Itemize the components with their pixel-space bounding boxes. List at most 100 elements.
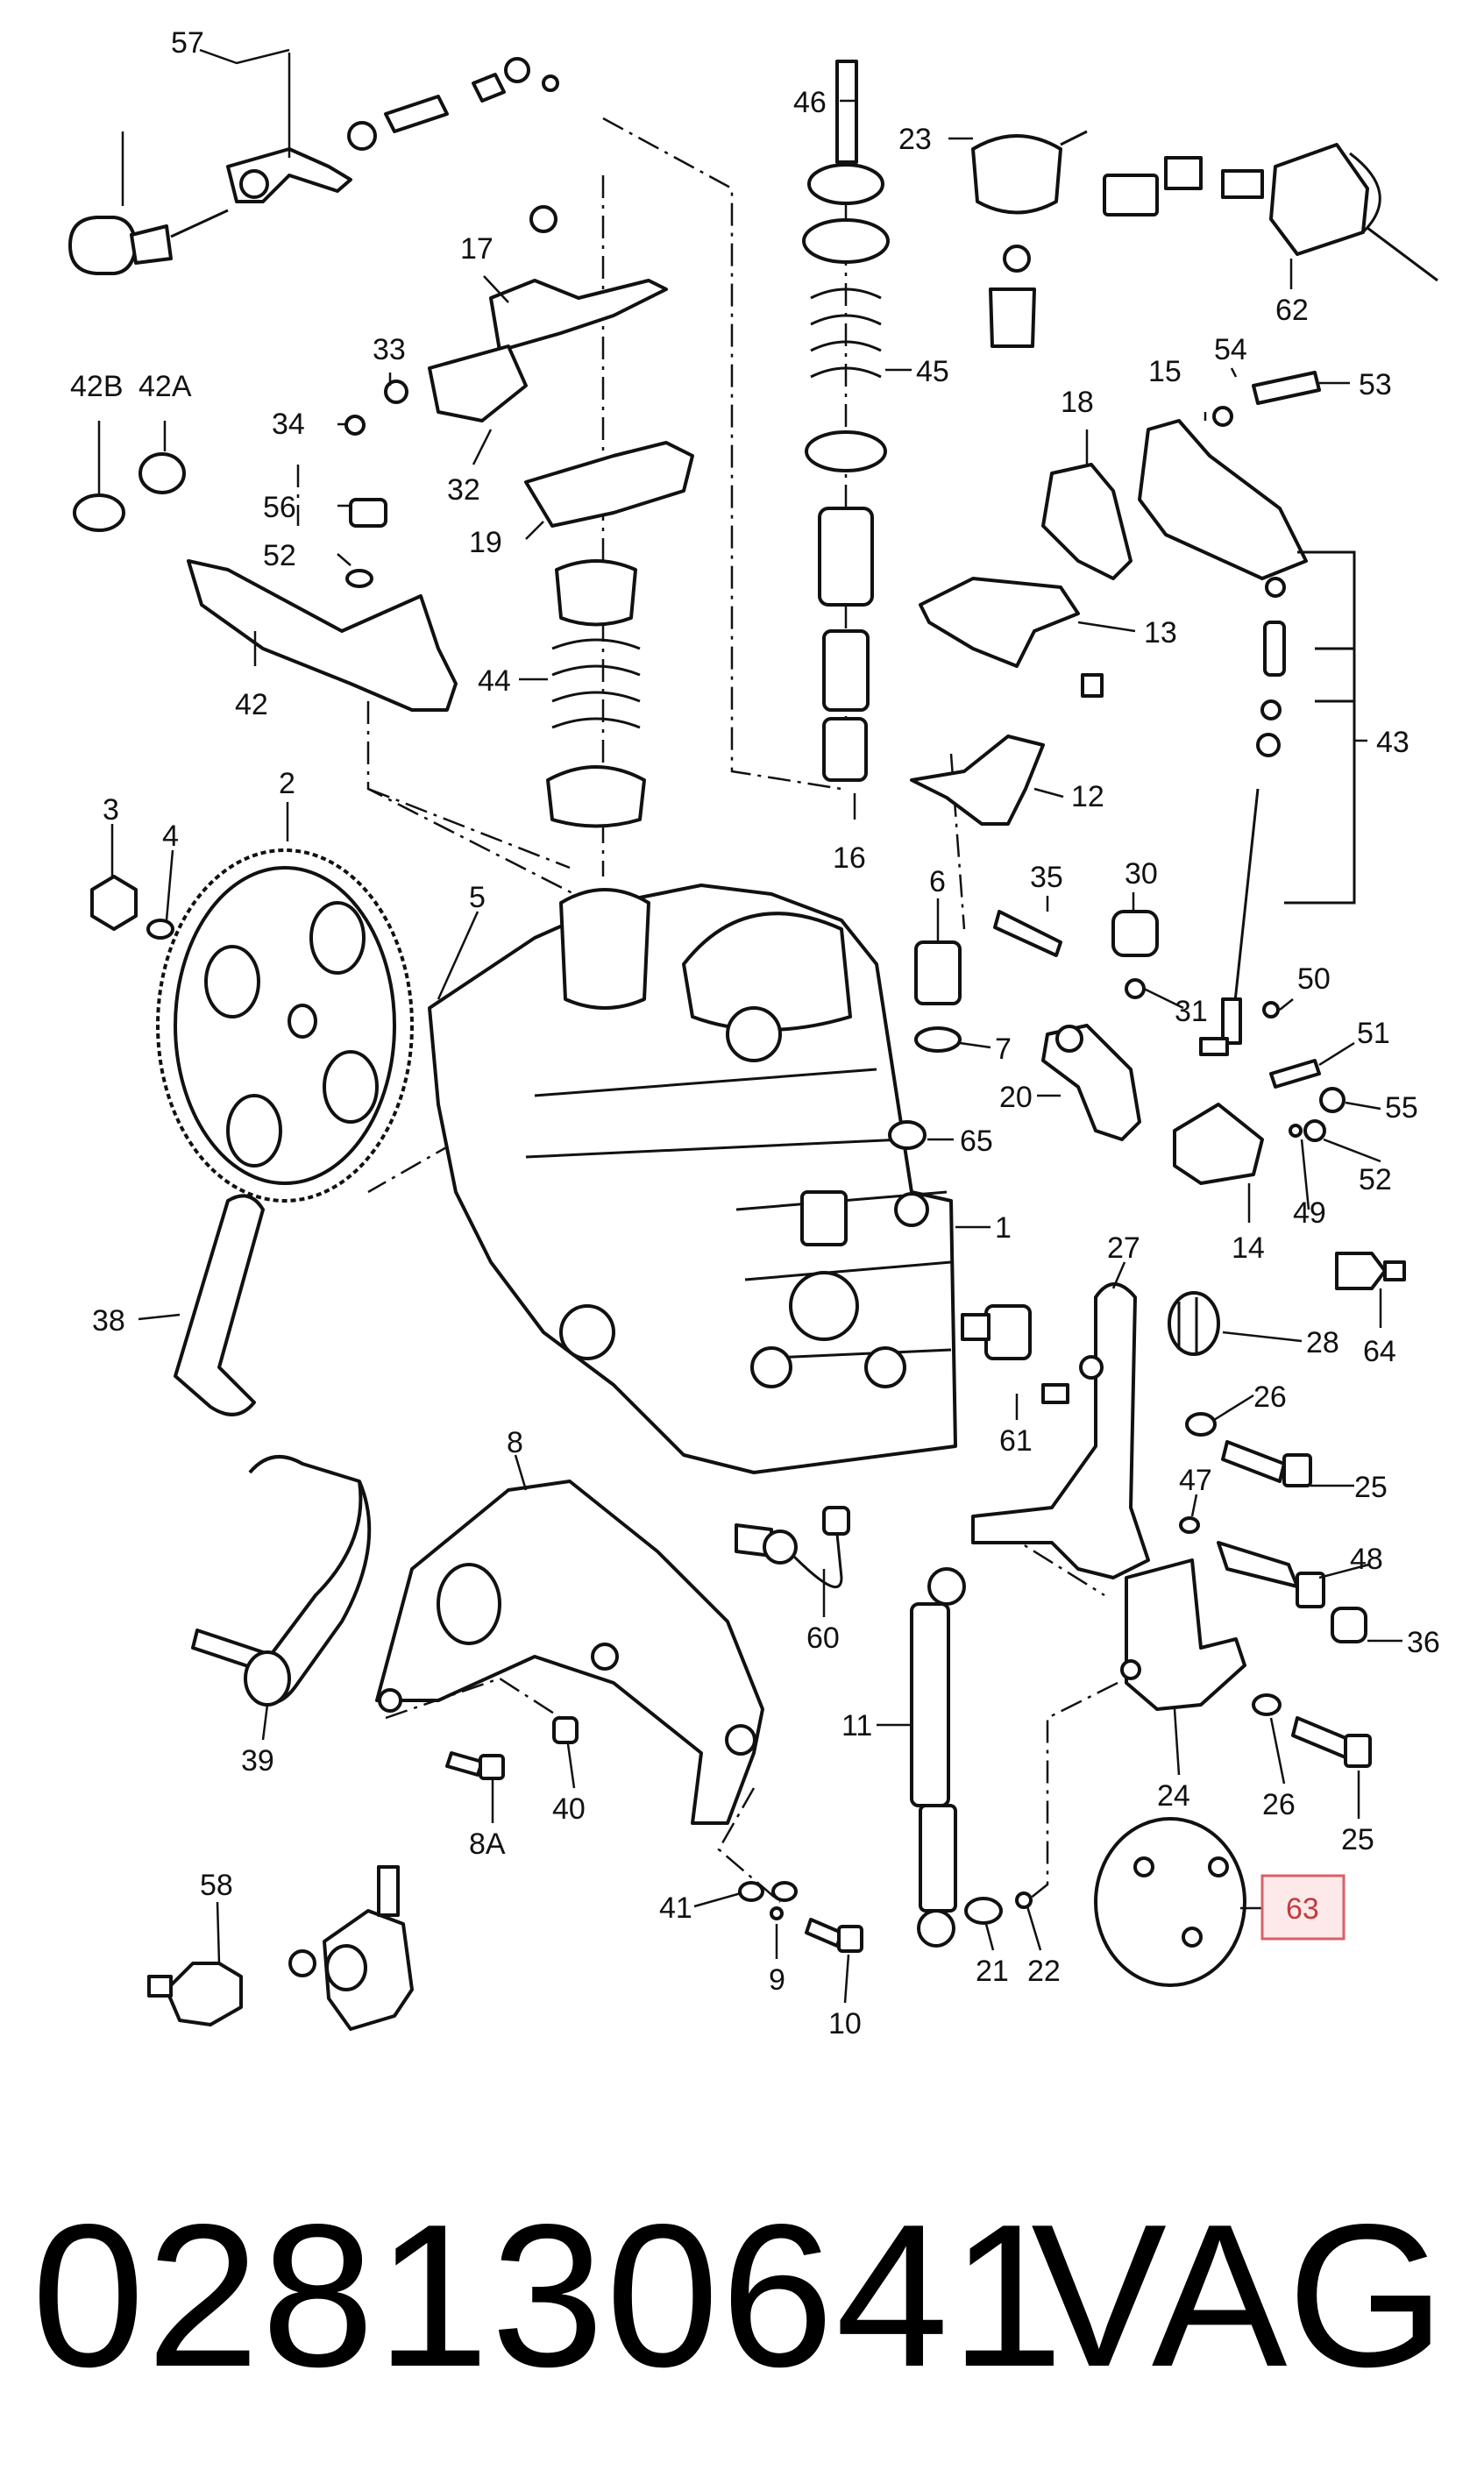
part-11-damper: [910, 1567, 966, 1948]
part-23-solenoid-cap: [971, 130, 1088, 348]
callout-2: 2: [279, 767, 295, 800]
callout-17: 17: [460, 232, 493, 266]
callout-50: 50: [1297, 962, 1331, 996]
part-17-19-linkage-plates: [344, 205, 694, 528]
callout-30: 30: [1125, 857, 1158, 891]
callout-7: 7: [995, 1033, 1012, 1066]
leader-lines: [97, 48, 1402, 2004]
callout-34: 34: [272, 408, 305, 441]
callout-58: 58: [200, 1869, 233, 1902]
part-21-22-washer-clip: [964, 1891, 1033, 1925]
callout-3: 3: [103, 793, 119, 827]
callout-41: 41: [659, 1891, 692, 1925]
part-41-9-10-small-fasteners: [738, 1881, 863, 1953]
part-61-sensor: [961, 1304, 1069, 1404]
callout-55: 55: [1385, 1091, 1418, 1125]
callout-25b: 25: [1341, 1823, 1374, 1856]
part-14-55-52-49-linkage: [1173, 1087, 1346, 1185]
part-6-7-valve-seal: [914, 940, 962, 1053]
callout-11: 11: [841, 1709, 872, 1742]
part-42-support-bracket: [187, 559, 458, 712]
callout-42A: 42A: [138, 370, 192, 403]
part-24-support: [1120, 1558, 1372, 1768]
callout-35: 35: [1030, 861, 1063, 894]
callout-9: 9: [769, 1963, 785, 1997]
callout-18: 18: [1061, 386, 1094, 419]
callout-8A: 8A: [469, 1828, 506, 1861]
callout-42B: 42B: [70, 370, 124, 403]
callout-49: 49: [1293, 1196, 1326, 1230]
callout-63: 63: [1286, 1892, 1319, 1926]
part-58-fitting: [147, 1865, 414, 2031]
callout-26: 26: [1253, 1380, 1287, 1414]
callout-10: 10: [828, 2007, 862, 2040]
callout-56: 56: [263, 491, 296, 524]
part-13-12-plates: [910, 577, 1104, 826]
part-8a-40-bolts: [445, 1716, 579, 1780]
callout-48: 48: [1350, 1543, 1383, 1576]
callout-54: 54: [1214, 333, 1247, 366]
part-1-injection-pump: [428, 884, 957, 1474]
part-62-connector-unit: [1103, 143, 1438, 282]
callout-51: 51: [1357, 1017, 1390, 1050]
callout-25: 25: [1354, 1471, 1388, 1504]
callout-15: 15: [1148, 355, 1182, 388]
callout-12: 12: [1071, 780, 1104, 813]
callout-40: 40: [552, 1792, 586, 1826]
highlight-box-63: [1260, 1874, 1346, 1941]
callout-labels: 57 46 23 62 17 33 34 32 45 42A 42B 56 52…: [70, 26, 1440, 2040]
part-42a-42b-bushings: [73, 452, 186, 532]
callout-14: 14: [1232, 1231, 1265, 1265]
callout-6: 6: [929, 865, 946, 898]
part-47-48-36-stud: [1179, 1516, 1367, 1643]
part-26-25-washer-bolt: [1185, 1412, 1312, 1487]
callout-4: 4: [162, 820, 179, 853]
callout-52b: 52: [1359, 1163, 1392, 1196]
part-60-sensor-lead: [735, 1506, 850, 1588]
callout-60: 60: [806, 1622, 840, 1655]
callout-27: 27: [1107, 1231, 1140, 1265]
callout-43: 43: [1376, 726, 1409, 759]
part-8-mounting-plate: [375, 1480, 764, 1825]
part-64-switch: [1335, 1252, 1406, 1290]
callout-16: 16: [833, 841, 866, 875]
callout-53: 53: [1359, 368, 1392, 401]
callout-33: 33: [373, 333, 406, 366]
callout-39: 39: [241, 1744, 274, 1778]
callout-19: 19: [469, 526, 502, 559]
part-39-pipe: [191, 1455, 372, 1707]
callout-8: 8: [507, 1426, 523, 1459]
callout-32: 32: [447, 473, 480, 507]
part-46-45-spring-stack: [802, 60, 890, 782]
part-27-bracket-plate: [971, 1282, 1150, 1579]
brand-name: VAG: [1031, 2182, 1445, 2409]
part-38-pipe: [174, 1194, 265, 1416]
callout-1: 1: [995, 1211, 1012, 1245]
callout-28: 28: [1306, 1326, 1339, 1359]
callout-46: 46: [793, 86, 827, 119]
callout-44: 44: [478, 664, 511, 698]
callout-23: 23: [898, 123, 932, 156]
callout-45: 45: [916, 355, 949, 388]
callout-52: 52: [263, 539, 296, 572]
callout-22: 22: [1027, 1955, 1061, 1988]
part-65-plug: [888, 1120, 927, 1150]
callout-65: 65: [960, 1125, 993, 1158]
callout-64: 64: [1363, 1335, 1396, 1368]
callout-57: 57: [171, 26, 204, 60]
part-20-lever: [1041, 1024, 1141, 1141]
callout-21: 21: [976, 1955, 1009, 1988]
callout-47: 47: [1179, 1464, 1212, 1497]
callout-42: 42: [235, 688, 268, 721]
callout-62: 62: [1275, 294, 1309, 327]
exploded-parts-diagram: 57 46 23 62 17 33 34 32 45 42A 42B 56 52…: [68, 26, 1440, 2040]
part-28-pulley: [1168, 1291, 1220, 1356]
part-44-spring-assembly: [546, 559, 646, 828]
part-57-damper-bracket: [68, 57, 559, 275]
callout-31: 31: [1175, 995, 1208, 1028]
callout-38: 38: [92, 1304, 125, 1338]
part-43-adjuster-rod: [1221, 550, 1356, 1045]
callout-13: 13: [1144, 616, 1177, 649]
callout-24: 24: [1157, 1779, 1190, 1813]
